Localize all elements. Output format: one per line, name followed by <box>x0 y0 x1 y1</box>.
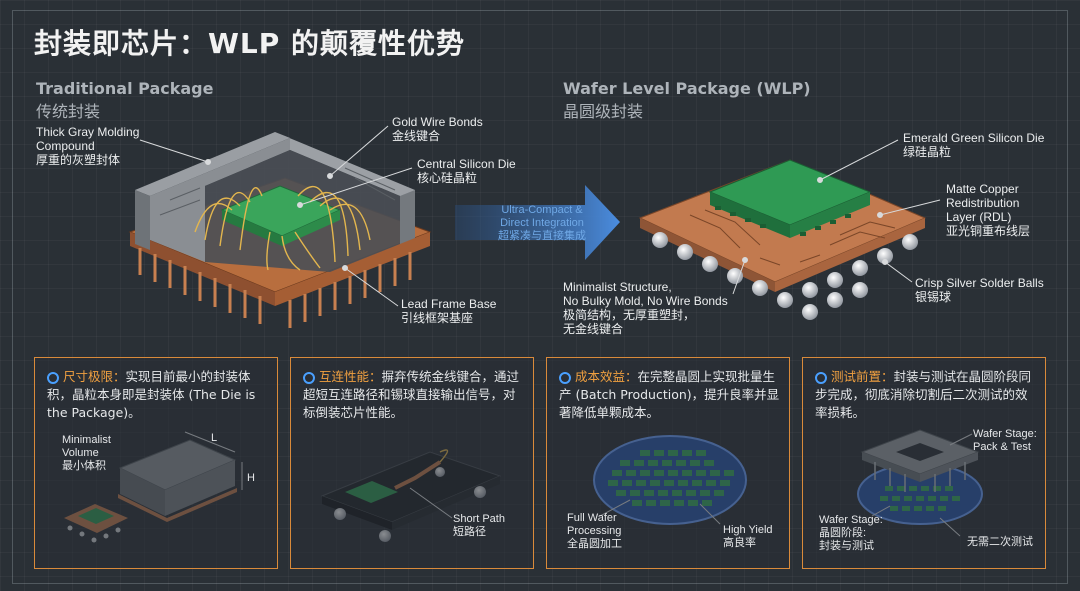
solder-ball-label-cn: 银锡球 <box>915 290 952 304</box>
short-path-label: Short Path 短路径 <box>453 513 505 539</box>
panel-test-text: 测试前置：封装与测试在晶圆阶段同步完成，彻底消除切割后二次测试的效率损耗。 <box>815 368 1037 422</box>
panel-interconnect-head: 互连性能： <box>319 369 382 384</box>
arrow-label-line2: Direct Integration <box>500 217 584 229</box>
panel-interconnect-body: 摒弃传统金线键合，通过超短互连路径和锡球直接输出信号，对标倒装芯片性能。 <box>303 369 520 420</box>
panel-size-limit-head: 尺寸极限： <box>63 369 126 384</box>
solder-ball-label-en: Crisp Silver Solder Balls <box>915 276 1044 290</box>
lead-frame-label: Lead Frame Base 引线框架基座 <box>401 297 496 325</box>
panel1-label-l1: Minimalist <box>62 434 111 446</box>
full-wafer-label: Full Wafer Processing 全晶圆加工 <box>567 512 622 551</box>
rdl-label: Matte Copper Redistribution Layer (RDL) … <box>946 182 1030 238</box>
panel-size-limit: 尺寸极限：实现目前最小的封装体积，晶粒本身即是封装体 (The Die is t… <box>34 357 278 569</box>
traditional-package-drawing <box>128 125 432 328</box>
pack-test-label-l2: Pack & Test <box>973 441 1031 453</box>
wafer-stage-label-cn2: 封装与测试 <box>819 540 874 552</box>
minimalist-label-cn2: 无金线键合 <box>563 322 624 336</box>
panel-test: 测试前置：封装与测试在晶圆阶段同步完成，彻底消除切割后二次测试的效率损耗。 Wa… <box>802 357 1046 569</box>
panel-interconnect: 互连性能：摒弃传统金线键合，通过超短互连路径和锡球直接输出信号，对标倒装芯片性能… <box>290 357 534 569</box>
arrow-label-line1: Ultra-Compact & <box>501 204 583 216</box>
molding-label-cn: 厚重的灰塑封体 <box>36 153 121 167</box>
arrow-label-line3: 超紧凑与直接集成 <box>498 230 586 242</box>
wafer-stage-label-en: Wafer Stage: <box>819 514 883 526</box>
wlp-heading-en: Wafer Level Package (WLP) <box>563 79 811 98</box>
molding-label: Thick Gray Molding Compound 厚重的灰塑封体 <box>36 125 156 167</box>
wlp-die-label-en: Emerald Green Silicon Die <box>903 131 1045 145</box>
die-label-cn: 核心硅晶粒 <box>417 171 478 185</box>
rdl-label-en1: Matte Copper <box>946 182 1019 196</box>
lead-frame-label-en: Lead Frame Base <box>401 297 497 311</box>
circle-bullet-icon <box>303 371 315 384</box>
page-title: 封装即芯片：WLP 的颠覆性优势 <box>34 27 465 60</box>
panel1-volume-label: Minimalist Volume 最小体积 <box>62 434 111 473</box>
wire-label-en: Gold Wire Bonds <box>392 115 483 129</box>
panel-cost-body: 在完整晶圆上实现批量生产 (Batch Production)，提升良率并显著降… <box>559 369 780 420</box>
minimalist-label-cn1: 极简结构，无厚重塑封， <box>563 308 696 322</box>
wafer-stage-label: Wafer Stage: 晶圆阶段: 封装与测试 <box>819 514 883 553</box>
panel-test-body: 封装与测试在晶圆阶段同步完成，彻底消除切割后二次测试的效率损耗。 <box>815 369 1032 420</box>
panel-cost-text: 成本效益：在完整晶圆上实现批量生产 (Batch Production)，提升良… <box>559 368 781 422</box>
short-path-label-cn: 短路径 <box>453 526 486 538</box>
solder-ball-label: Crisp Silver Solder Balls 银锡球 <box>915 276 1044 304</box>
pack-test-label: Wafer Stage: Pack & Test <box>973 428 1037 454</box>
wlp-die-label: Emerald Green Silicon Die 绿硅晶粒 <box>903 131 1044 159</box>
die-label: Central Silicon Die 核心硅晶粒 <box>417 157 516 185</box>
wafer-stage-label-cn: 晶圆阶段: <box>819 527 867 539</box>
die-label-en: Central Silicon Die <box>417 157 516 171</box>
panel1-label-l2: Volume <box>62 447 99 459</box>
wlp-heading-cn: 晶圆级封装 <box>563 102 644 121</box>
molding-label-en: Thick Gray Molding Compound <box>36 125 140 153</box>
minimalist-label: Minimalist Structure, No Bulky Mold, No … <box>563 280 728 336</box>
rdl-label-en3: Layer (RDL) <box>946 210 1012 224</box>
lead-frame-label-cn: 引线框架基座 <box>401 311 474 325</box>
traditional-heading-cn: 传统封装 <box>36 102 101 121</box>
blueprint-frame <box>12 10 1068 584</box>
high-yield-label-cn: 高良率 <box>723 537 756 549</box>
full-wafer-label-l3: 全晶圆加工 <box>567 538 622 550</box>
short-path-label-en: Short Path <box>453 513 505 525</box>
arrow-label: Ultra-Compact & Direct Integration 超紧凑与直… <box>487 204 597 243</box>
wlp-package-drawing <box>638 139 941 320</box>
integration-arrow <box>455 185 620 260</box>
full-wafer-label-l2: Processing <box>567 525 622 537</box>
panel-cost: 成本效益：在完整晶圆上实现批量生产 (Batch Production)，提升良… <box>546 357 790 569</box>
rdl-label-cn: 亚光铜重布线层 <box>946 224 1031 238</box>
panel-cost-head: 成本效益： <box>575 369 638 384</box>
circle-bullet-icon <box>559 371 571 384</box>
panel-interconnect-text: 互连性能：摒弃传统金线键合，通过超短互连路径和锡球直接输出信号，对标倒装芯片性能… <box>303 368 525 422</box>
panel-size-limit-body: 实现目前最小的封装体积，晶粒本身即是封装体 (The Die is the Pa… <box>47 369 256 420</box>
wlp-die-label-cn: 绿硅晶粒 <box>903 145 952 159</box>
circle-bullet-icon <box>47 371 59 384</box>
panel-test-head: 测试前置： <box>831 369 894 384</box>
full-wafer-label-l1: Full Wafer <box>567 512 617 524</box>
wire-label-cn: 金线键合 <box>392 129 441 143</box>
no-retest-label: 无需二次测试 <box>967 536 1033 548</box>
dimension-h-label: H <box>247 472 255 484</box>
high-yield-label-en: High Yield <box>723 524 773 536</box>
rdl-label-en2: Redistribution <box>946 196 1020 210</box>
panel-size-limit-text: 尺寸极限：实现目前最小的封装体积，晶粒本身即是封装体 (The Die is t… <box>47 368 269 422</box>
dimension-l-label: L <box>211 432 218 444</box>
minimalist-label-en1: Minimalist Structure, <box>563 280 672 294</box>
minimalist-label-en2: No Bulky Mold, No Wire Bonds <box>563 294 728 308</box>
wire-label: Gold Wire Bonds 金线键合 <box>392 115 483 143</box>
circle-bullet-icon <box>815 371 827 384</box>
pack-test-label-l1: Wafer Stage: <box>973 428 1037 440</box>
panel1-label-l3: 最小体积 <box>62 460 106 472</box>
high-yield-label: High Yield 高良率 <box>723 524 773 550</box>
traditional-heading-en: Traditional Package <box>36 79 214 98</box>
